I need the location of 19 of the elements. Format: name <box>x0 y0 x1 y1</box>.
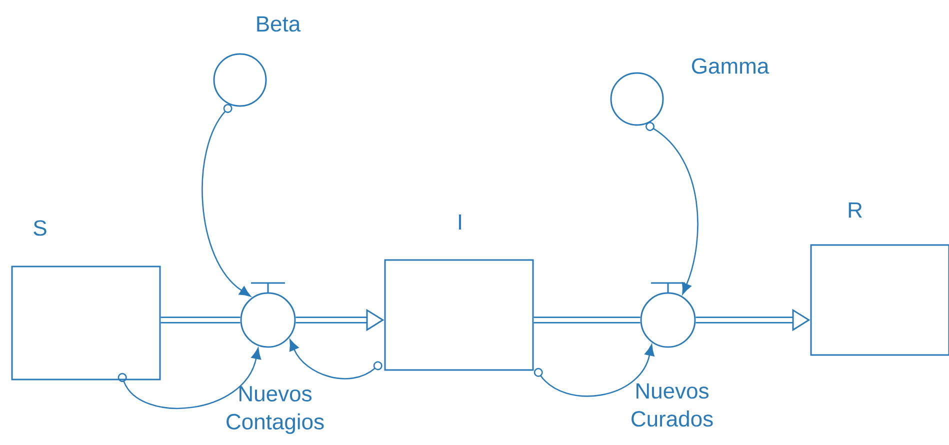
stock-box: R <box>810 202 949 356</box>
node-label: Beta <box>257 16 301 32</box>
node-label: Nuevos Curados <box>632 383 713 427</box>
flow-valve: Nuevos Contagios <box>226 282 324 434</box>
flow-valve: Nuevos Curados <box>632 282 713 427</box>
flow-pipe <box>160 316 240 324</box>
stock-box: S <box>11 220 161 380</box>
connector-arrow <box>202 104 251 297</box>
node-label: Gamma <box>692 58 770 74</box>
flow-pipe <box>534 316 640 324</box>
node-label: I <box>458 214 462 230</box>
connector-arrow <box>118 348 261 410</box>
connector-arrow <box>289 339 382 380</box>
connector-arrow <box>534 344 654 397</box>
connector-arrow <box>646 122 698 294</box>
stock-box: I <box>384 214 534 371</box>
node-label: R <box>848 202 862 218</box>
node-label: Nuevos Contagios <box>226 386 324 434</box>
node-label: S <box>34 220 46 236</box>
